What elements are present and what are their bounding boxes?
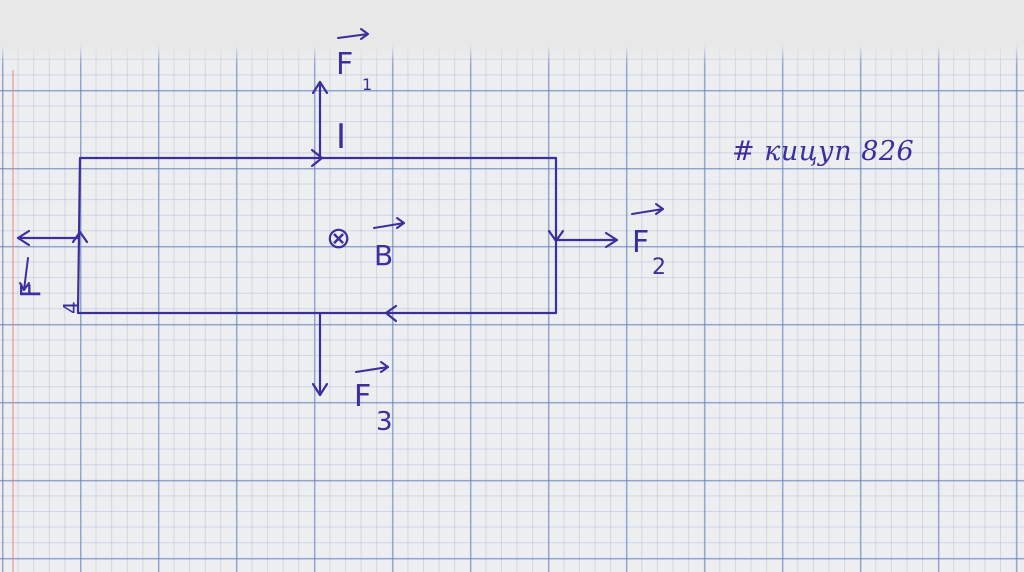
force-label-f3: F 3 xyxy=(354,379,393,437)
force-label-f1: F 1 xyxy=(336,47,372,94)
field-symbol: ⊗ xyxy=(326,221,351,256)
vector-bar-f2 xyxy=(631,203,664,215)
current-arrow-top xyxy=(310,148,324,168)
svg-text:1: 1 xyxy=(362,75,372,94)
vector-bar-f1 xyxy=(337,28,369,40)
svg-text:2: 2 xyxy=(652,255,666,280)
svg-text:F: F xyxy=(354,379,371,414)
vector-bar-b xyxy=(373,217,405,229)
vector-bar-f3 xyxy=(355,361,389,373)
svg-text:3: 3 xyxy=(376,407,393,437)
svg-text:F: F xyxy=(632,225,649,260)
force-label-f2: F 2 xyxy=(632,225,666,280)
current-arrow-bottom xyxy=(384,304,398,323)
paper-top-edge xyxy=(0,0,1024,64)
force-arrow-f4 xyxy=(16,229,80,247)
force-arrow-f2 xyxy=(554,231,619,249)
force-label-f4: F 4 xyxy=(14,282,83,314)
svg-text:F: F xyxy=(336,47,353,82)
notebook-margin-line xyxy=(12,70,14,572)
handwritten-note: # кицуп 826 xyxy=(732,136,915,167)
force-arrow-f3 xyxy=(311,311,329,397)
field-label: B xyxy=(374,239,393,272)
current-label: I xyxy=(336,117,346,157)
force-arrow-f1 xyxy=(311,80,329,160)
svg-text:F: F xyxy=(14,282,47,298)
vector-bar-f4 xyxy=(19,257,30,291)
svg-text:4: 4 xyxy=(59,301,83,314)
current-loop xyxy=(76,156,558,315)
